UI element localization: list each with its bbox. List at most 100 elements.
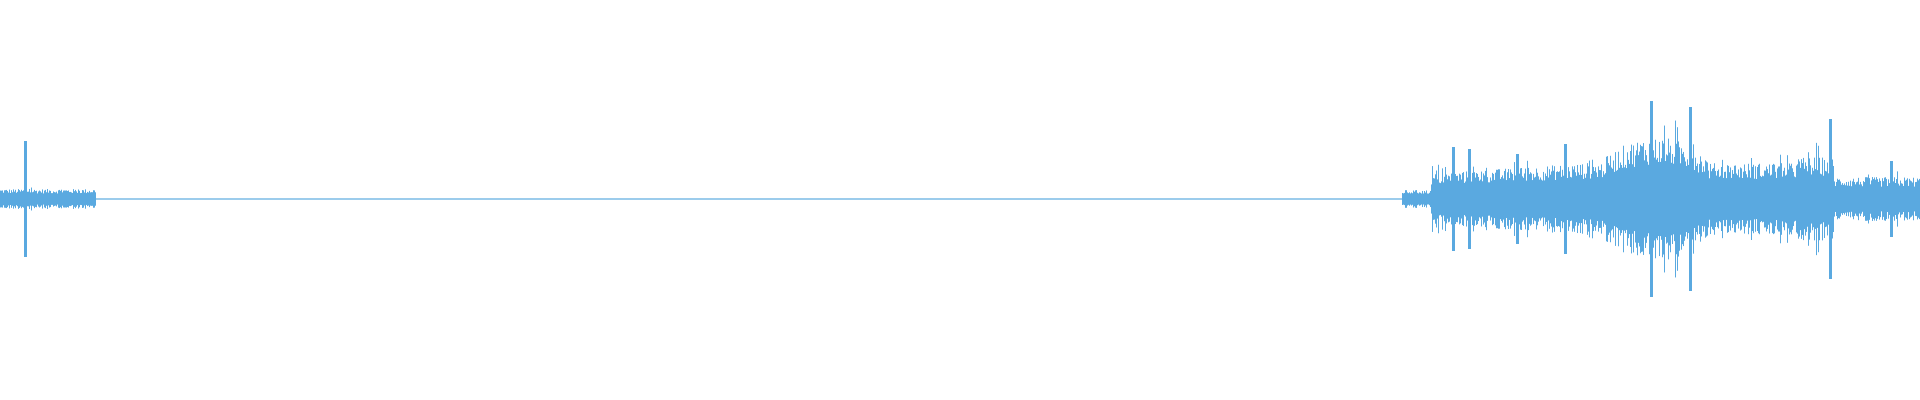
waveform-sample: [72, 192, 73, 206]
waveform-sample: [1217, 198, 1218, 200]
waveform-sample: [208, 198, 209, 200]
waveform-sample: [154, 198, 155, 200]
waveform-sample: [447, 198, 448, 200]
waveform-sample: [395, 198, 396, 200]
waveform-sample: [35, 191, 36, 207]
waveform-sample: [492, 198, 493, 200]
waveform-sample: [1613, 160, 1614, 238]
waveform-sample: [656, 198, 657, 200]
waveform-sample: [724, 198, 725, 200]
waveform-sample: [107, 198, 108, 200]
waveform-sample: [1607, 156, 1608, 242]
waveform-sample: [764, 198, 765, 200]
waveform-sample: [690, 198, 691, 200]
waveform-sample: [867, 198, 868, 200]
waveform-sample: [931, 198, 932, 200]
waveform-sample: [755, 198, 756, 200]
waveform-sample: [1288, 198, 1289, 200]
waveform-sample: [228, 198, 229, 200]
waveform-sample: [441, 198, 442, 200]
waveform-sample: [668, 198, 669, 200]
waveform-sample: [189, 198, 190, 200]
waveform-sample: [515, 198, 516, 200]
waveform-sample: [536, 198, 537, 200]
waveform-sample: [1650, 101, 1651, 297]
waveform-sample: [48, 192, 49, 206]
waveform-sample: [1765, 170, 1766, 228]
waveform-sample: [1038, 198, 1039, 200]
waveform-sample: [49, 190, 50, 208]
waveform-sample: [772, 198, 773, 200]
waveform-sample: [1662, 140, 1663, 258]
waveform-sample: [1208, 198, 1209, 200]
waveform-sample: [1371, 198, 1372, 200]
waveform-sample: [610, 198, 611, 200]
waveform-sample: [1531, 173, 1532, 225]
waveform-sample: [1810, 165, 1811, 233]
waveform-sample: [258, 198, 259, 200]
waveform-sample: [1162, 198, 1163, 200]
waveform-sample: [956, 198, 957, 200]
waveform-sample: [1338, 198, 1339, 200]
waveform-sample: [442, 198, 443, 200]
waveform-sample: [749, 198, 750, 200]
waveform-sample: [1015, 198, 1016, 200]
waveform-sample: [872, 198, 873, 200]
waveform-sample: [651, 198, 652, 200]
waveform-sample: [1169, 198, 1170, 200]
waveform-sample: [550, 198, 551, 200]
waveform-sample: [508, 198, 509, 200]
waveform-sample: [309, 198, 310, 200]
waveform-sample: [1594, 170, 1595, 228]
waveform-sample: [1134, 198, 1135, 200]
waveform-sample: [1433, 178, 1434, 220]
waveform-sample: [1590, 178, 1591, 220]
waveform-sample: [819, 198, 820, 200]
waveform-sample: [1671, 162, 1672, 236]
waveform-sample: [1480, 179, 1481, 219]
waveform-sample: [1409, 192, 1410, 206]
waveform-sample: [885, 198, 886, 200]
waveform-sample: [280, 198, 281, 200]
waveform-sample: [580, 198, 581, 200]
waveform-sample: [686, 198, 687, 200]
waveform-sample: [370, 198, 371, 200]
waveform-sample: [293, 198, 294, 200]
waveform-sample: [314, 198, 315, 200]
waveform-sample: [876, 198, 877, 200]
waveform-sample: [1100, 198, 1101, 200]
waveform-bars: [0, 101, 1920, 297]
waveform-sample: [493, 198, 494, 200]
waveform-sample: [1324, 198, 1325, 200]
waveform-sample: [1044, 198, 1045, 200]
waveform-sample: [1256, 198, 1257, 200]
waveform-sample: [1313, 198, 1314, 200]
waveform-sample: [1703, 166, 1704, 232]
waveform-sample: [1296, 198, 1297, 200]
waveform-sample: [1294, 198, 1295, 200]
waveform-sample: [1349, 198, 1350, 200]
waveform-sample: [1759, 163, 1760, 235]
waveform-sample: [1616, 170, 1617, 228]
waveform-sample: [742, 198, 743, 200]
waveform-sample: [156, 198, 157, 200]
waveform-sample: [1742, 177, 1743, 221]
waveform-sample: [1258, 198, 1259, 200]
waveform-sample: [839, 198, 840, 200]
waveform-sample: [288, 198, 289, 200]
waveform-sample: [136, 198, 137, 200]
waveform-sample: [1713, 167, 1714, 231]
waveform-sample: [128, 198, 129, 200]
waveform-sample: [636, 198, 637, 200]
waveform-sample: [1211, 198, 1212, 200]
waveform-sample: [1233, 198, 1234, 200]
waveform-sample: [1542, 180, 1543, 218]
waveform-sample: [337, 198, 338, 200]
waveform-sample: [1216, 198, 1217, 200]
waveform-sample: [305, 198, 306, 200]
waveform-sample: [1624, 167, 1625, 231]
waveform-sample: [476, 198, 477, 200]
waveform-sample: [270, 198, 271, 200]
